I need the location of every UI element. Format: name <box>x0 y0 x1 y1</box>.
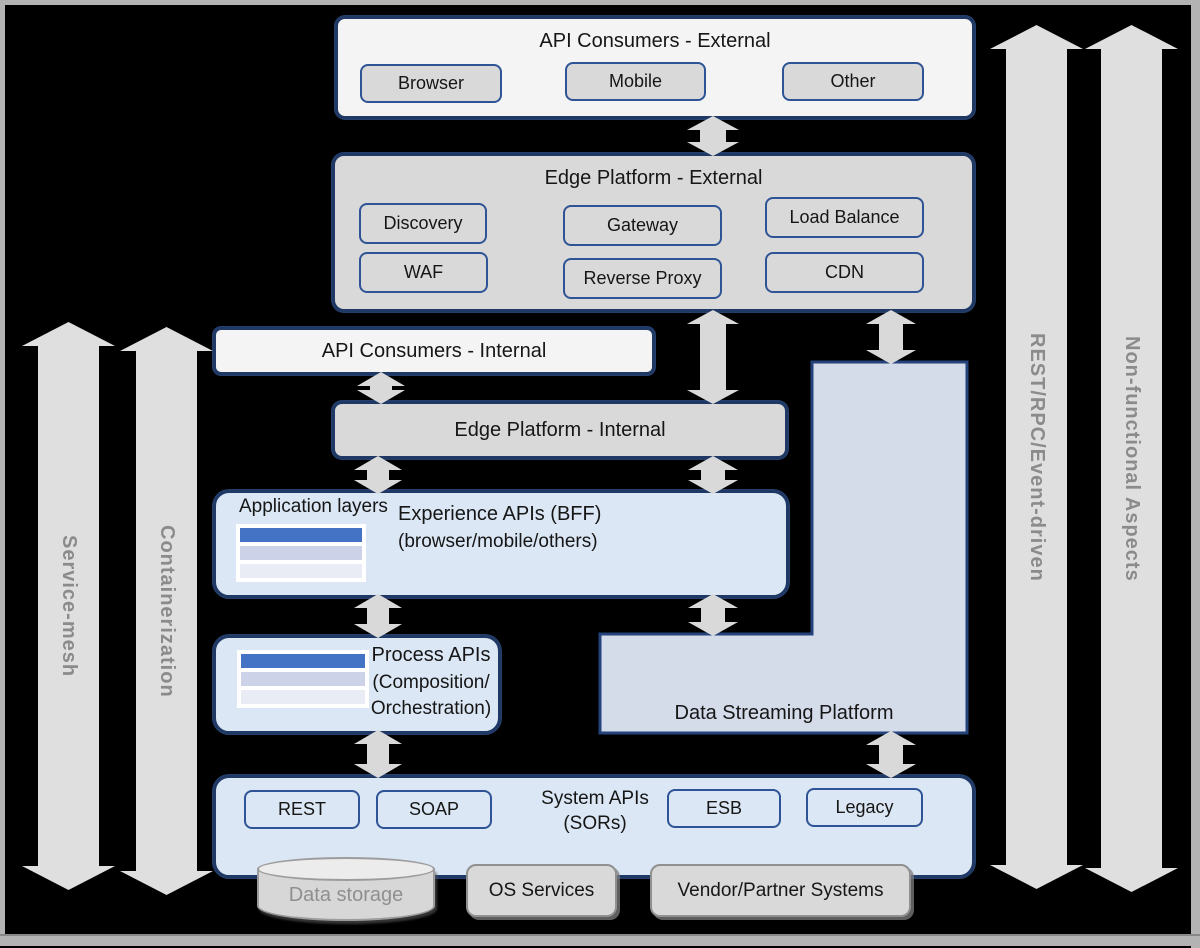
rest-node: REST <box>244 790 360 829</box>
frame-right <box>1191 0 1200 948</box>
system-apis-title: System APIs <box>541 788 649 809</box>
os-services-node: OS Services <box>466 864 617 917</box>
arrow-edge-int-experience-left-icon <box>354 456 402 494</box>
load-balance-node: Load Balance <box>765 197 924 238</box>
rest-rpc-event-driven-arrow-icon: REST/RPC/Event-driven <box>990 25 1083 889</box>
process-apis-subtitle-2: Orchestration) <box>370 698 492 719</box>
esb-node: ESB <box>667 789 781 828</box>
edge-platform-internal-box: Edge Platform - Internal <box>332 401 788 459</box>
application-layers-icon <box>236 524 366 582</box>
experience-apis-subtitle: (browser/mobile/others) <box>398 531 598 552</box>
application-layers-label: Application layers <box>239 496 388 517</box>
discovery-node: Discovery <box>359 203 487 244</box>
arrow-consumers-ext-edge-ext-icon <box>687 116 739 156</box>
frame-left <box>0 0 5 946</box>
other-node: Other <box>782 62 924 101</box>
edge-platform-external-title: Edge Platform - External <box>544 167 763 189</box>
vendor-partner-systems-node: Vendor/Partner Systems <box>650 864 911 917</box>
experience-apis-title: Experience APIs (BFF) <box>398 503 602 525</box>
arrow-data-streaming-system-icon <box>866 731 916 778</box>
data-streaming-platform-shape <box>598 360 969 735</box>
cdn-node: CDN <box>765 252 924 293</box>
api-consumers-internal-box: API Consumers - Internal <box>213 327 655 375</box>
reverse-proxy-node: Reverse Proxy <box>563 258 722 299</box>
process-layers-icon <box>237 650 369 708</box>
containerization-label: Containerization <box>156 524 178 698</box>
gateway-node: Gateway <box>563 205 722 246</box>
rest-rpc-event-driven-label: REST/RPC/Event-driven <box>1026 332 1048 582</box>
data-streaming-platform-title: Data Streaming Platform <box>674 702 894 724</box>
frame-top <box>0 0 1197 5</box>
data-storage-label: Data storage <box>288 884 404 906</box>
system-apis-subtitle: (SORs) <box>563 813 627 834</box>
arrow-consumers-int-edge-int-icon <box>357 372 405 404</box>
containerization-arrow-icon: Containerization <box>120 327 213 895</box>
frame-bottom <box>0 934 1200 946</box>
arrow-process-system-icon <box>354 730 402 778</box>
non-functional-aspects-label: Non-functional Aspects <box>1121 335 1143 582</box>
process-apis-subtitle-1: (Composition/ <box>372 672 490 693</box>
non-functional-aspects-arrow-icon: Non-functional Aspects <box>1085 25 1178 892</box>
waf-node: WAF <box>359 252 488 293</box>
api-consumers-external-title: API Consumers - External <box>539 30 771 52</box>
arrow-experience-process-icon <box>354 594 402 638</box>
service-mesh-label: Service-mesh <box>58 534 80 678</box>
arrow-edge-ext-data-streaming-icon <box>866 310 916 364</box>
soap-node: SOAP <box>376 790 492 829</box>
legacy-node: Legacy <box>806 788 923 827</box>
process-apis-title: Process APIs <box>371 644 491 666</box>
service-mesh-arrow-icon: Service-mesh <box>22 322 115 890</box>
data-storage-cylinder-top-icon <box>257 857 435 881</box>
mobile-node: Mobile <box>565 62 706 101</box>
browser-node: Browser <box>360 64 502 103</box>
